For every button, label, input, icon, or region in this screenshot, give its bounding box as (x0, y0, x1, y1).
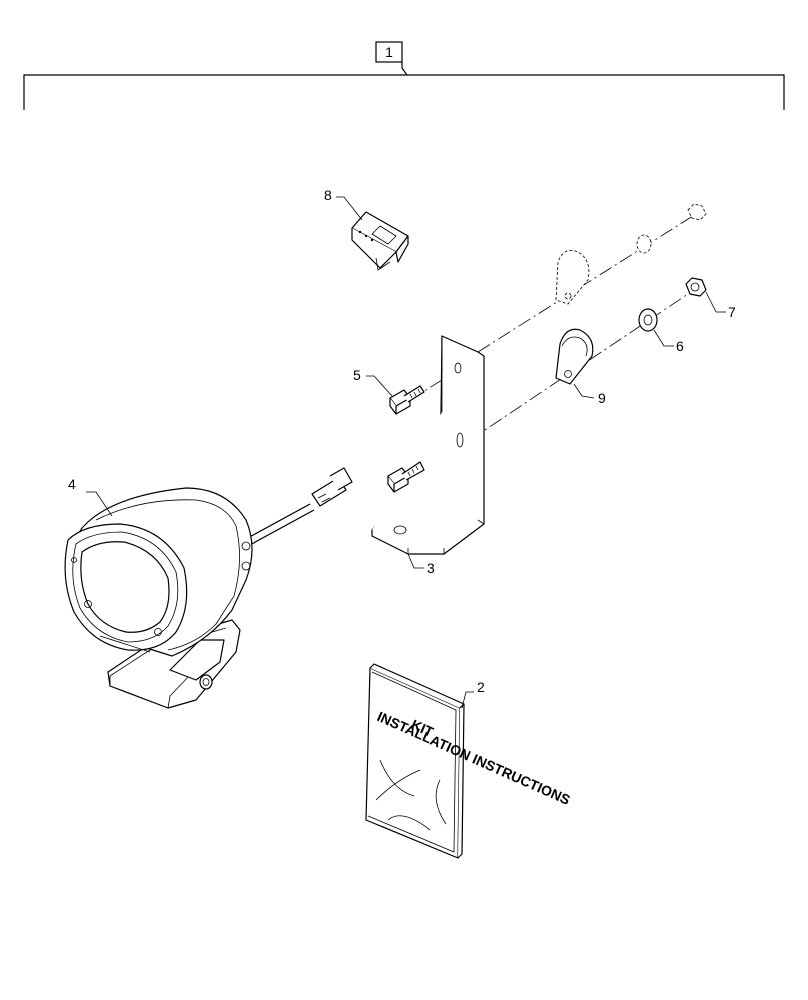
carriage-bolt-upper (366, 375, 425, 415)
installation-manual: KIT INSTALLATION INSTRUCTIONS (365, 663, 573, 859)
hex-nut (685, 277, 726, 313)
callout-5: 5 (353, 367, 361, 383)
callout-2: 2 (477, 679, 485, 695)
callout-7: 7 (728, 304, 736, 320)
assembly-bracket: 1 (23, 41, 785, 110)
callout-6: 6 (676, 338, 684, 354)
phantom-hardware-upper (555, 203, 707, 305)
callout-8: 8 (324, 187, 332, 203)
led-work-light (64, 467, 353, 709)
callout-4: 4 (68, 476, 76, 492)
l-bracket (371, 335, 485, 569)
callout-9: 9 (598, 390, 606, 406)
carriage-bolt-lower (387, 461, 425, 493)
callout-1: 1 (385, 44, 393, 60)
rocker-switch (336, 196, 409, 271)
flat-washer (638, 308, 674, 347)
callout-3: 3 (427, 560, 435, 576)
p-clamp (555, 328, 595, 399)
